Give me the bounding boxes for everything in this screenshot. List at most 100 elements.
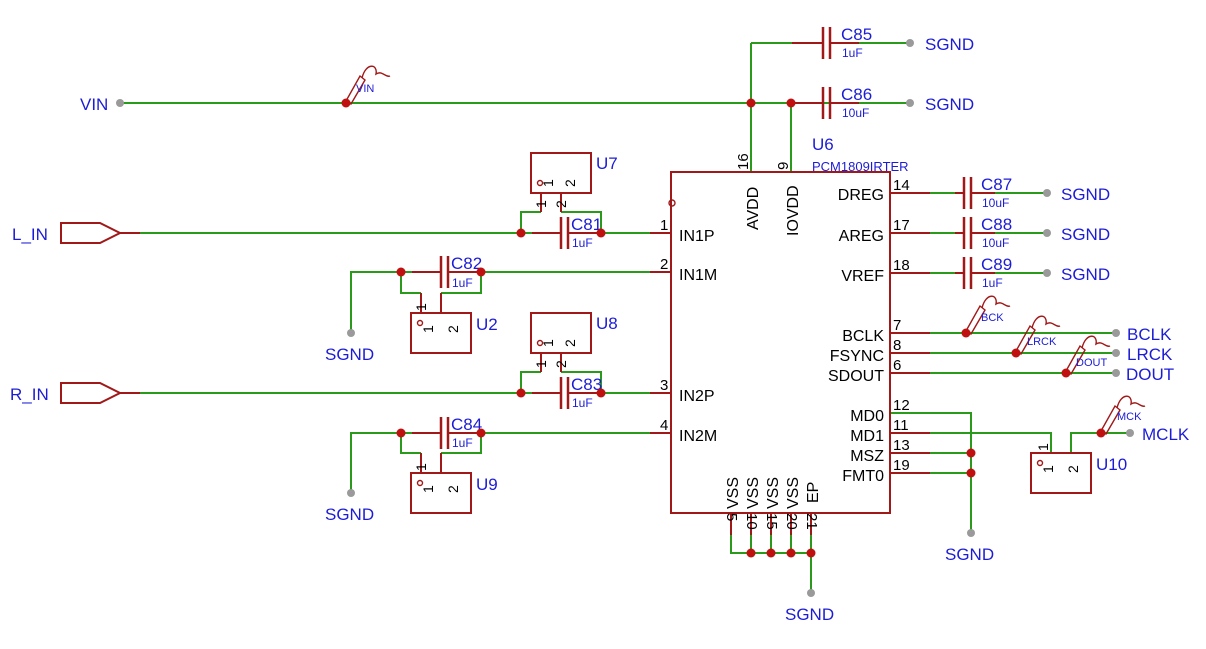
cap-ref: C89 <box>981 255 1012 274</box>
cap-ref: C81 <box>571 215 602 234</box>
probe-lrck[interactable]: LRCK <box>1015 315 1061 355</box>
pin-name: MD1 <box>850 428 884 445</box>
jumper-u8[interactable]: 1 2 1 2 U8 <box>530 312 618 372</box>
svg-text:LRCK: LRCK <box>1027 336 1057 348</box>
cap-ref: C85 <box>841 25 872 44</box>
ic-u6[interactable]: U6 PCM1809IRTER 1 IN1P 2 IN1M 3 IN2P 4 I… <box>650 135 930 535</box>
svg-text:2: 2 <box>562 179 578 187</box>
pin-name: AVDD <box>745 187 762 230</box>
net-label-sgnd: SGND <box>925 95 974 114</box>
probe-mck[interactable]: MCK <box>1100 395 1146 435</box>
svg-text:1: 1 <box>413 463 429 471</box>
svg-text:1: 1 <box>540 179 556 187</box>
net-label-sgnd: SGND <box>945 545 994 564</box>
jumper-u7[interactable]: 1 2 1 2 U7 <box>530 152 618 212</box>
cap-value: 10uF <box>982 236 1009 250</box>
probe-vin[interactable]: VIN <box>345 65 391 105</box>
jumper-ref: U10 <box>1096 455 1127 474</box>
cap-ref: C88 <box>981 215 1012 234</box>
port-r-in[interactable]: R_IN <box>10 382 140 404</box>
pin-number: 6 <box>893 357 901 374</box>
pin-name: IOVDD <box>785 185 802 236</box>
pin-name: FSYNC <box>830 348 884 365</box>
svg-text:VIN: VIN <box>356 83 374 95</box>
pin-number: 11 <box>893 417 909 434</box>
jumper-u10[interactable]: 1 2 1 U10 <box>1030 443 1127 494</box>
probe-bck[interactable]: BCK <box>965 295 1011 335</box>
pin-name: VSS <box>725 477 742 509</box>
svg-text:2: 2 <box>553 360 569 368</box>
pin-number: 7 <box>893 317 901 334</box>
svg-text:MCK: MCK <box>1117 411 1142 423</box>
pin-name: VSS <box>745 477 762 509</box>
ic-ref: U6 <box>812 135 834 154</box>
pin-number: 10 <box>743 513 760 530</box>
pin-name: EP <box>805 482 822 503</box>
pin-name: VSS <box>785 477 802 509</box>
capacitor-c84[interactable]: C84 1uF <box>412 415 482 450</box>
net-label-sgnd: SGND <box>325 505 374 524</box>
pin-number: 13 <box>893 437 910 454</box>
net-label-lrck: LRCK <box>1127 345 1173 364</box>
cap-value: 1uF <box>842 46 863 60</box>
capacitor-c86[interactable]: C86 10uF <box>792 85 872 120</box>
net-label-sgnd: SGND <box>325 345 374 364</box>
jumper-ref: U7 <box>596 154 618 173</box>
pin-number: 16 <box>735 153 752 170</box>
svg-text:2: 2 <box>1065 465 1081 473</box>
capacitor-c81[interactable]: C81 1uF <box>532 215 602 250</box>
port-l-in[interactable]: L_IN <box>12 222 140 244</box>
pin-name: IN2M <box>679 428 717 445</box>
svg-text:1: 1 <box>533 360 549 368</box>
pin-name: IN2P <box>679 388 715 405</box>
jumper-u9[interactable]: 1 2 1 U9 <box>410 453 498 514</box>
svg-text:1: 1 <box>420 485 436 493</box>
cap-ref: C86 <box>841 85 872 104</box>
cap-value: 1uF <box>572 236 593 250</box>
cap-value: 1uF <box>452 276 473 290</box>
jumper-ref: U8 <box>596 314 618 333</box>
net-label-sgnd: SGND <box>1061 225 1110 244</box>
svg-text:2: 2 <box>562 339 578 347</box>
pin-number: 8 <box>893 337 901 354</box>
net-label-r-in: R_IN <box>10 385 49 404</box>
cap-value: 10uF <box>982 196 1009 210</box>
pin-name: MD0 <box>850 408 884 425</box>
probe-dout[interactable]: DOUT <box>1065 335 1111 375</box>
pin-name: SDOUT <box>828 368 884 385</box>
pin-name: FMT0 <box>842 468 884 485</box>
pin-number: 3 <box>660 377 668 394</box>
net-label-bclk: BCLK <box>1127 325 1172 344</box>
capacitor-c83[interactable]: C83 1uF <box>532 375 602 410</box>
capacitor-c87[interactable]: C87 10uF <box>955 175 1012 210</box>
svg-text:DOUT: DOUT <box>1076 357 1107 369</box>
capacitor-c85[interactable]: C85 1uF <box>792 25 872 60</box>
svg-text:1: 1 <box>533 200 549 208</box>
pin-number: 2 <box>660 256 668 273</box>
net-label-sgnd: SGND <box>1061 185 1110 204</box>
pin-number: 19 <box>893 457 910 474</box>
pin-name: AREG <box>839 228 884 245</box>
svg-text:2: 2 <box>445 485 461 493</box>
net-labels: VIN SGND SGND SGND SGND SGND BCLK LRCK D… <box>80 35 1190 624</box>
capacitor-c82[interactable]: C82 1uF <box>412 254 482 290</box>
net-label-sgnd: SGND <box>785 605 834 624</box>
jumper-u2[interactable]: 1 2 1 U2 <box>410 293 498 354</box>
cap-value: 10uF <box>842 106 869 120</box>
net-label-vin: VIN <box>80 95 108 114</box>
pin-name: BCLK <box>842 328 884 345</box>
pin-number: 20 <box>783 513 800 530</box>
capacitor-c88[interactable]: C88 10uF <box>955 215 1012 250</box>
svg-text:1: 1 <box>413 303 429 311</box>
capacitor-c89[interactable]: C89 1uF <box>955 255 1012 290</box>
svg-text:1: 1 <box>1035 443 1051 451</box>
pin-number: 21 <box>803 513 820 530</box>
net-label-l-in: L_IN <box>12 225 48 244</box>
pin-number: 14 <box>893 177 910 194</box>
net-label-dout: DOUT <box>1126 365 1174 384</box>
net-label-sgnd: SGND <box>925 35 974 54</box>
pin-number: 18 <box>893 257 910 274</box>
pin-name: DREG <box>838 187 884 204</box>
cap-ref: C84 <box>451 415 482 434</box>
net-label-sgnd: SGND <box>1061 265 1110 284</box>
